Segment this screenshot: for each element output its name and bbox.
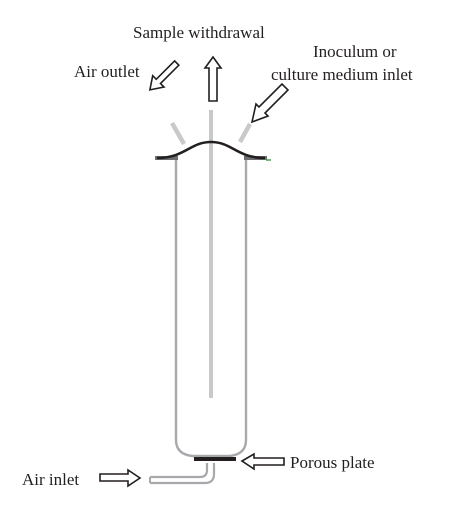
- inoculum-label-line2: culture medium inlet: [271, 65, 413, 84]
- porous-plate-arrow: [240, 452, 285, 471]
- air-outlet-tube: [170, 121, 186, 146]
- air-inlet-label: Air inlet: [22, 470, 79, 489]
- porous-plate-label: Porous plate: [290, 453, 375, 472]
- inoculum-label-line1: Inoculum or: [313, 42, 397, 61]
- column-vessel: [174, 160, 248, 458]
- inoculum-inlet-tube: [238, 122, 252, 144]
- inoculum-inlet-arrow: [250, 82, 290, 124]
- dome-cap: [156, 140, 266, 160]
- air-inlet-pipe-inner: [150, 463, 216, 485]
- air-outlet-arrow: [148, 59, 181, 91]
- air-outlet-label: Air outlet: [74, 62, 140, 81]
- sample-withdrawal-arrow: [203, 55, 223, 102]
- sample-withdrawal-label: Sample withdrawal: [133, 23, 265, 42]
- air-inlet-pipe: [150, 463, 209, 479]
- air-inlet-arrow: [99, 468, 142, 488]
